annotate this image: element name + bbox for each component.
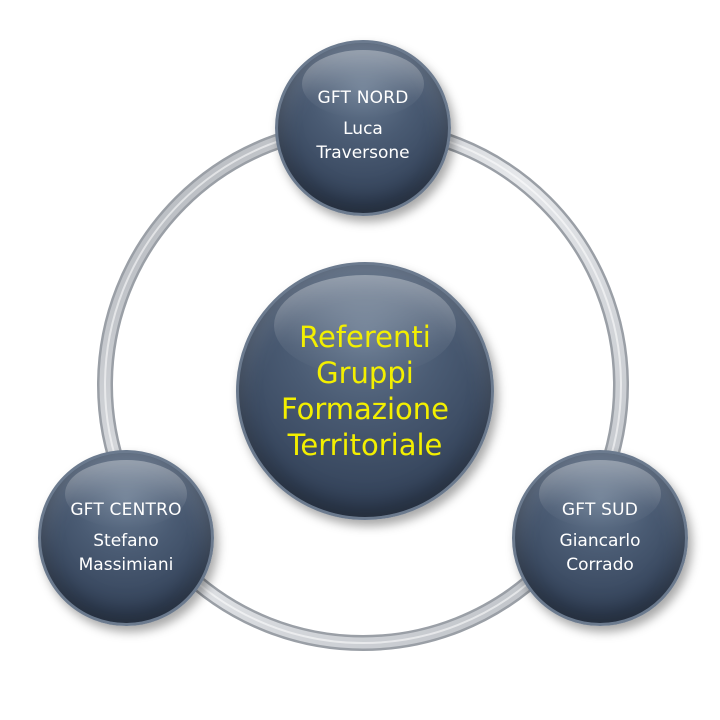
node-person-gft-nord: Luca Traversone [316, 119, 410, 163]
center-node: Referenti Gruppi Formazione Territoriale [236, 262, 494, 520]
node-label-gft-sud: GFT SUD [561, 500, 639, 520]
node-gft-centro: GFT CENTRO Stefano Massimiani [38, 450, 214, 626]
node-gft-sud: GFT SUD Giancarlo Corrado [512, 450, 688, 626]
node-person-gft-sud: Giancarlo Corrado [559, 531, 641, 575]
node-person-gft-centro: Stefano Massimiani [78, 531, 174, 575]
center-title: Referenti Gruppi Formazione Territoriale [280, 320, 450, 462]
node-label-gft-centro: GFT CENTRO [70, 500, 182, 520]
node-gft-nord: GFT NORD Luca Traversone [275, 40, 451, 216]
node-label-gft-nord: GFT NORD [317, 88, 409, 108]
